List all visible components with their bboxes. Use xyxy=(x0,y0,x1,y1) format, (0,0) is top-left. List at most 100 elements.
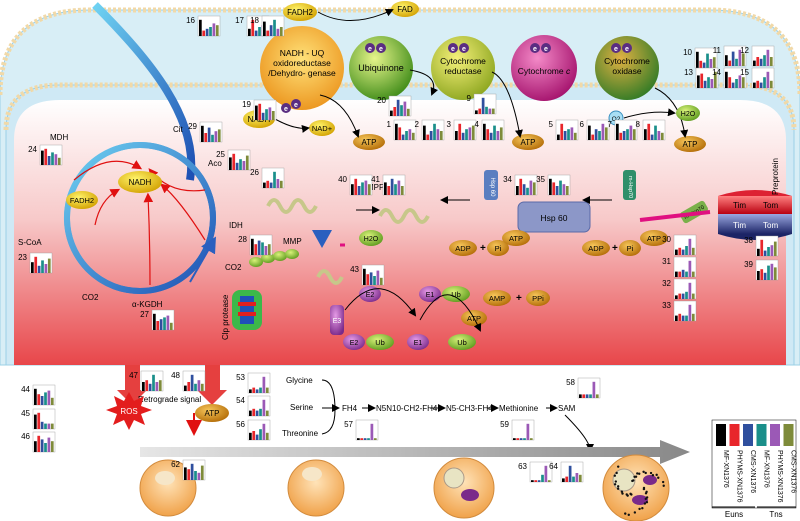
bar-chart-46: 46 xyxy=(21,431,56,453)
bar-40-4 xyxy=(361,182,364,195)
bar-chart-39: 39 xyxy=(744,259,779,281)
bar-2-1 xyxy=(423,125,426,140)
bar-26-3 xyxy=(269,182,273,188)
bar-7-6 xyxy=(632,129,636,140)
bar-chart-7: 7 xyxy=(608,119,638,141)
bar-56-3 xyxy=(255,434,259,440)
chart-number-64: 64 xyxy=(549,462,558,471)
hsp60: Hsp 60 xyxy=(517,201,591,233)
bar-chart-34: 34 xyxy=(503,174,538,196)
sam: SAM xyxy=(558,404,576,413)
bar-1-4 xyxy=(405,131,408,140)
svg-text:e: e xyxy=(379,46,383,53)
bar-7-3 xyxy=(622,131,626,140)
bar-chart-38: 38 xyxy=(744,235,779,257)
bar-25-1 xyxy=(229,157,232,170)
bar-19-3 xyxy=(261,112,265,120)
svg-text:H2O: H2O xyxy=(364,236,379,243)
bar-33-6 xyxy=(691,313,695,321)
bar-53-4 xyxy=(259,387,262,393)
bar-40-5 xyxy=(364,180,368,195)
tim-top: Tim xyxy=(733,201,746,210)
bar-chart-5: 5 xyxy=(549,119,579,141)
svg-text:+: + xyxy=(612,243,618,254)
chart-number-15: 15 xyxy=(740,68,749,77)
bar-40-2 xyxy=(354,178,358,195)
bar-18-3 xyxy=(269,25,273,36)
bar-6-6 xyxy=(604,127,608,140)
bar-26-4 xyxy=(273,171,276,188)
bar-15-1 xyxy=(753,82,756,88)
bar-62-1 xyxy=(184,467,187,480)
bar-58-5 xyxy=(592,381,596,398)
bar-45-2 xyxy=(37,412,41,429)
svg-text:E2: E2 xyxy=(350,340,359,347)
etc-atp-1: ATP xyxy=(353,134,385,150)
bar-9-3 xyxy=(481,97,485,114)
bar-17-3 xyxy=(254,30,258,36)
bar-29-4 xyxy=(211,134,214,142)
bar-41-1 xyxy=(384,182,387,195)
svg-text:ROS: ROS xyxy=(120,407,137,416)
bar-38-5 xyxy=(770,245,774,256)
svg-text:NADH: NADH xyxy=(129,178,152,187)
bar-33-4 xyxy=(685,315,688,321)
chart-number-57: 57 xyxy=(344,420,353,429)
bar-chart-40: 40 xyxy=(338,174,373,196)
bar-56-4 xyxy=(259,429,262,440)
bar-32-4 xyxy=(685,291,688,299)
chart-number-53: 53 xyxy=(236,373,245,382)
bar-41-5 xyxy=(397,180,401,195)
bar-9-4 xyxy=(485,106,488,114)
svg-text:FAD: FAD xyxy=(397,5,413,14)
bar-25-5 xyxy=(242,161,246,170)
bar-63-1 xyxy=(531,480,534,482)
chart-number-24: 24 xyxy=(28,145,37,154)
bar-43-2 xyxy=(366,274,370,285)
chart-number-7: 7 xyxy=(608,120,613,129)
bar-chart-56: 56 xyxy=(236,419,271,441)
bar-26-6 xyxy=(279,180,283,188)
bar-33-1 xyxy=(675,315,678,321)
cell-1 xyxy=(139,459,197,517)
adp-1: ADP xyxy=(449,240,477,256)
bar-4-6 xyxy=(499,127,503,140)
bar-24-4 xyxy=(51,152,54,165)
chart-number-23: 23 xyxy=(18,253,27,262)
legend-swatch-6 xyxy=(783,424,794,446)
bar-35-4 xyxy=(559,180,562,195)
hsp60-small: Hsp 60 xyxy=(484,170,498,200)
bar-14-2 xyxy=(728,77,732,88)
bar-10-3 xyxy=(702,62,706,68)
bar-31-3 xyxy=(681,269,685,277)
chart-number-4: 4 xyxy=(475,120,480,129)
bar-11-6 xyxy=(741,53,745,66)
bar-4-4 xyxy=(493,125,496,140)
chart-number-10: 10 xyxy=(683,48,692,57)
bar-47-2 xyxy=(145,380,149,391)
bar-29-5 xyxy=(214,131,218,142)
bar-63-6 xyxy=(547,480,551,482)
bar-38-1 xyxy=(757,248,760,256)
bar-48-1 xyxy=(184,385,187,391)
bar-20-6 xyxy=(406,108,410,116)
bar-26-5 xyxy=(276,179,280,188)
bar-2-2 xyxy=(426,134,430,140)
bar-chart-63: 63 xyxy=(518,461,553,483)
cell-4-dots xyxy=(613,465,665,517)
bar-28-3 xyxy=(257,240,261,255)
bar-54-4 xyxy=(259,408,262,416)
bar-35-6 xyxy=(565,186,569,195)
svg-text:E1: E1 xyxy=(426,292,435,299)
bar-chart-8: 8 xyxy=(636,119,666,141)
bar-16-5 xyxy=(212,23,216,36)
svg-text:e: e xyxy=(451,46,455,53)
arrow-down-2 xyxy=(197,365,227,405)
svg-text:ATP: ATP xyxy=(647,234,661,243)
bar-48-2 xyxy=(187,382,191,391)
retrograde-label: Retrograde signal xyxy=(138,395,201,404)
bar-39-3 xyxy=(763,272,767,280)
bar-54-6 xyxy=(265,410,269,416)
bar-57-3 xyxy=(363,438,367,440)
chart-number-28: 28 xyxy=(238,235,247,244)
